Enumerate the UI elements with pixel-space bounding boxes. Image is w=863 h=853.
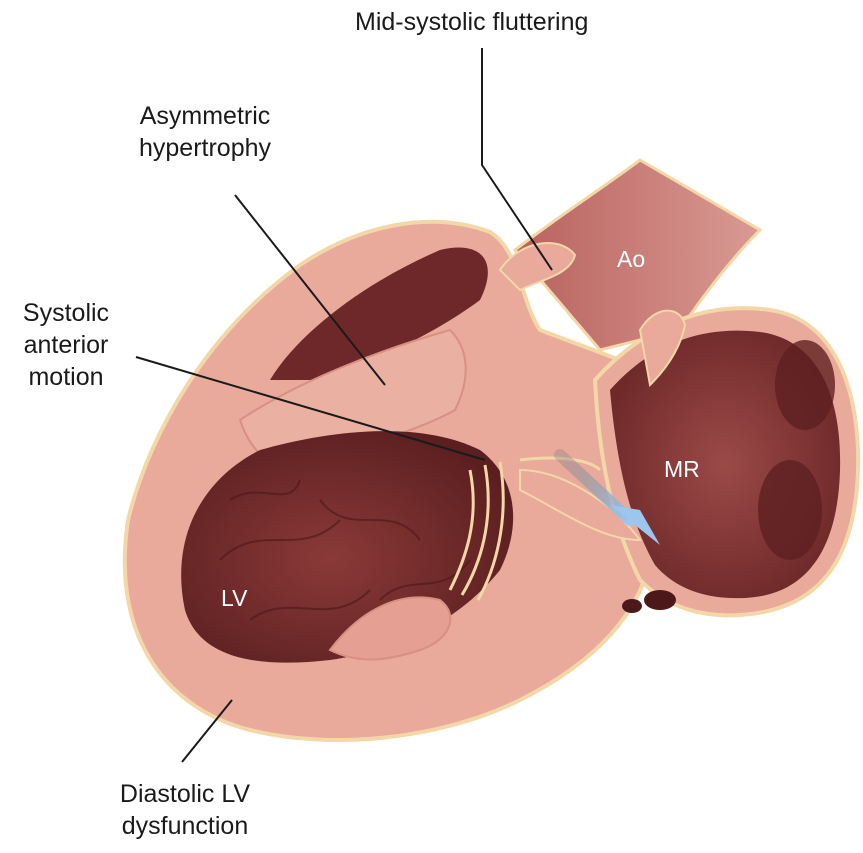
annulus-pouch-2: [622, 599, 642, 613]
label-asymmetric-line1: Asymmetric: [110, 100, 300, 132]
pulmonary-vein-lower: [758, 460, 822, 560]
label-asymmetric-hypertrophy: Asymmetric hypertrophy: [110, 100, 300, 164]
label-sam-line1: Systolic: [6, 297, 126, 329]
label-mid-systolic-fluttering: Mid-systolic fluttering: [355, 6, 588, 38]
label-sam-line2: anterior: [6, 329, 126, 361]
label-diastolic-line2: dysfunction: [90, 810, 280, 842]
label-ao: Ao: [617, 246, 645, 273]
label-sam-line3: motion: [6, 361, 126, 393]
label-asymmetric-line2: hypertrophy: [110, 132, 300, 164]
label-diastolic-lv-dysfunction: Diastolic LV dysfunction: [90, 778, 280, 842]
label-diastolic-line1: Diastolic LV: [90, 778, 280, 810]
label-systolic-anterior-motion: Systolic anterior motion: [6, 297, 126, 393]
annulus-pouch-1: [644, 590, 676, 610]
pulmonary-vein-upper: [775, 340, 835, 430]
label-mr: MR: [664, 456, 700, 483]
label-lv: LV: [221, 585, 247, 612]
